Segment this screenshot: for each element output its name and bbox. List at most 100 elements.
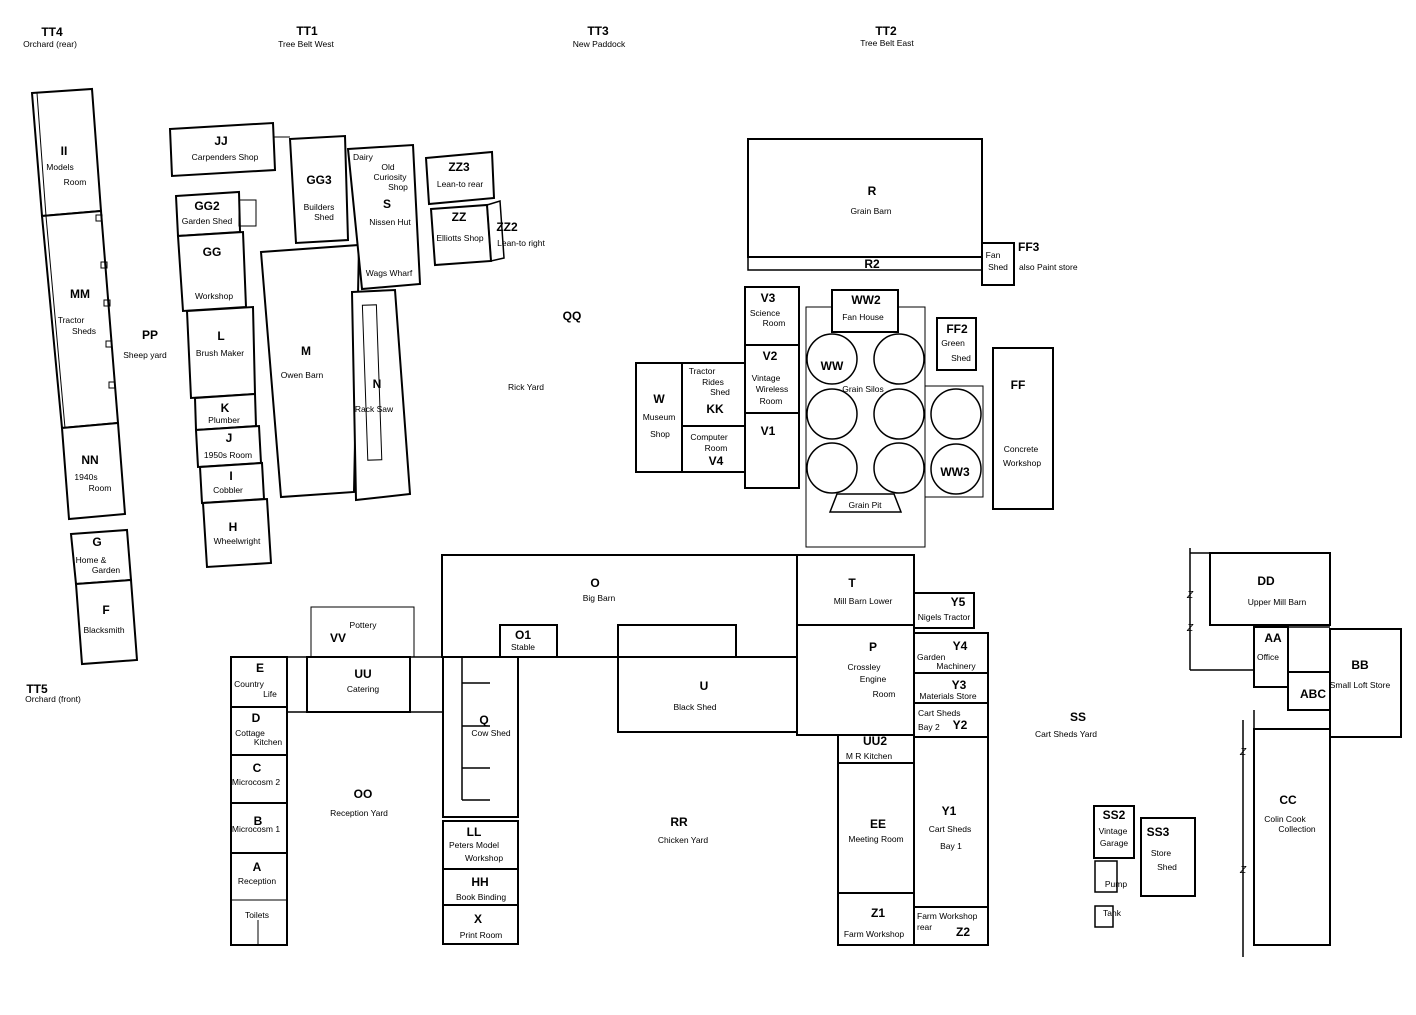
- label-tt5-name: Orchard (front): [25, 694, 81, 704]
- building-ll[interactable]: LL Peters Model Workshop: [442, 820, 519, 870]
- building-y5[interactable]: Y5 Nigels Tractor: [913, 592, 975, 629]
- svg-text:Carpenders Shop: Carpenders Shop: [192, 152, 259, 162]
- building-v1[interactable]: V1: [744, 412, 800, 489]
- building-dd[interactable]: DD Upper Mill Barn: [1190, 552, 1331, 626]
- building-ss3[interactable]: SS3 Store Shed: [1140, 817, 1196, 897]
- svg-text:GG: GG: [203, 245, 222, 259]
- building-nn[interactable]: NN 1940s Room: [60, 421, 127, 521]
- svg-text:Catering: Catering: [347, 684, 379, 694]
- building-zz2[interactable]: ZZ2 Lean-to right: [486, 200, 545, 262]
- svg-text:NN: NN: [81, 453, 98, 467]
- building-kk[interactable]: Tractor Rides Shed KK: [681, 362, 746, 427]
- svg-text:Room: Room: [763, 318, 786, 328]
- svg-text:Pottery: Pottery: [350, 620, 378, 630]
- svg-text:J: J: [226, 431, 233, 445]
- svg-text:II: II: [61, 144, 68, 158]
- building-ii[interactable]: II Models Room: [30, 87, 103, 218]
- building-abc[interactable]: ABC: [1287, 671, 1331, 711]
- building-j[interactable]: J 1950s Room: [194, 424, 263, 469]
- svg-text:M R Kitchen: M R Kitchen: [846, 751, 893, 761]
- svg-text:SS: SS: [1070, 710, 1086, 724]
- building-y2[interactable]: Cart Sheds Bay 2 Y2: [913, 702, 989, 738]
- building-k[interactable]: K Plumber: [193, 392, 258, 432]
- building-o1[interactable]: O1 Stable: [499, 624, 558, 658]
- building-l[interactable]: L Brush Maker: [185, 305, 257, 400]
- svg-text:W: W: [653, 392, 665, 406]
- building-y3[interactable]: Y3 Materials Store: [913, 672, 989, 704]
- svg-text:1950s Room: 1950s Room: [204, 450, 252, 460]
- building-gg[interactable]: GG Workshop: [176, 230, 248, 313]
- building-pump[interactable]: Pump: [1094, 860, 1127, 893]
- building-ss2[interactable]: SS2 Vintage Garage: [1093, 805, 1135, 859]
- building-s[interactable]: Dairy Old Curiosity Shop S Nissen Hut Wa…: [346, 143, 422, 291]
- svg-text:Shed: Shed: [710, 387, 730, 397]
- building-t[interactable]: T Mill Barn Lower: [796, 554, 915, 626]
- building-d[interactable]: D Cottage Kitchen: [230, 706, 288, 756]
- building-n[interactable]: N Rack Saw: [350, 288, 412, 502]
- svg-text:C: C: [253, 761, 262, 775]
- building-tank[interactable]: Tank: [1094, 905, 1122, 928]
- building-hh[interactable]: HH Book Binding: [442, 868, 519, 906]
- building-zz[interactable]: ZZ Elliotts Shop: [429, 203, 493, 267]
- building-c[interactable]: C Microcosm 2: [230, 754, 288, 804]
- building-i[interactable]: I Cobbler: [198, 461, 266, 505]
- svg-text:GG3: GG3: [306, 173, 332, 187]
- building-ff[interactable]: FF Concrete Workshop: [992, 347, 1054, 510]
- svg-text:Meeting Room: Meeting Room: [848, 834, 903, 844]
- building-v4[interactable]: Computer Room V4: [681, 425, 746, 473]
- building-ff2[interactable]: FF2 Green Shed: [936, 317, 977, 371]
- yard-oo: OO Reception Yard: [330, 787, 388, 818]
- building-e[interactable]: E Country Life: [230, 656, 307, 713]
- building-cc[interactable]: CC Colin Cook Collection: [1253, 728, 1331, 946]
- building-h[interactable]: H Wheelwright: [201, 497, 273, 569]
- svg-text:ZZ3: ZZ3: [448, 160, 470, 174]
- building-zz3[interactable]: ZZ3 Lean-to rear: [424, 150, 496, 206]
- building-m[interactable]: M Owen Barn: [259, 243, 361, 499]
- building-ww-silo-block[interactable]: WW Grain Silos WW3: [805, 306, 984, 548]
- svg-text:FF3: FF3: [1018, 240, 1040, 254]
- svg-text:X: X: [474, 912, 482, 926]
- building-jj[interactable]: JJ Carpenders Shop: [168, 121, 277, 178]
- building-y4[interactable]: Y4 Garden Machinery: [913, 632, 989, 674]
- svg-text:BB: BB: [1351, 658, 1369, 672]
- label-tt4-name: Orchard (rear): [23, 39, 77, 49]
- svg-text:V1: V1: [761, 424, 776, 438]
- building-z1[interactable]: Z1 Farm Workshop: [837, 892, 915, 946]
- building-y1[interactable]: Y1 Cart Sheds Bay 1: [913, 736, 989, 908]
- building-mm[interactable]: MM Tractor Sheds: [40, 209, 120, 430]
- svg-text:RR: RR: [670, 815, 688, 829]
- svg-text:also Paint store: also Paint store: [1019, 262, 1078, 272]
- building-uu[interactable]: UU Catering: [306, 656, 411, 713]
- building-z2[interactable]: Farm Workshop rear Z2: [913, 906, 989, 946]
- building-gg3[interactable]: GG3 Builders Shed: [288, 134, 350, 245]
- svg-text:rear: rear: [917, 922, 932, 932]
- building-v2[interactable]: V2 Vintage Wireless Room: [744, 344, 800, 414]
- svg-text:U: U: [700, 679, 709, 693]
- svg-text:Print Room: Print Room: [460, 930, 503, 940]
- building-gg2[interactable]: GG2 Garden Shed: [174, 190, 257, 238]
- building-b[interactable]: B Microcosm 1: [230, 802, 288, 854]
- building-v3[interactable]: V3 Science Room: [744, 286, 800, 346]
- svg-text:Grain Barn: Grain Barn: [850, 206, 891, 216]
- building-p[interactable]: P Crossley Engine Room: [796, 624, 915, 736]
- building-g[interactable]: G Home & Garden: [69, 528, 133, 586]
- svg-text:Cart Sheds: Cart Sheds: [918, 708, 961, 718]
- svg-text:Cobbler: Cobbler: [213, 485, 243, 495]
- building-aa[interactable]: AA Office: [1253, 626, 1289, 688]
- building-bb[interactable]: BB Small Loft Store: [1329, 628, 1402, 738]
- building-q[interactable]: Q Cow Shed: [442, 656, 519, 818]
- building-vv[interactable]: Pottery VV: [310, 606, 415, 658]
- building-ff3[interactable]: Fan Shed FF3 also Paint store: [981, 240, 1078, 286]
- building-ww2[interactable]: WW2 Fan House: [831, 289, 899, 333]
- building-ee[interactable]: EE Meeting Room: [837, 762, 915, 894]
- svg-text:Big Barn: Big Barn: [583, 593, 616, 603]
- building-a[interactable]: A Reception Toilets: [230, 852, 288, 946]
- building-f[interactable]: F Blacksmith: [74, 578, 139, 666]
- building-grain-pit[interactable]: Grain Pit: [828, 493, 903, 513]
- building-w[interactable]: W Museum Shop: [635, 362, 683, 473]
- building-x[interactable]: X Print Room: [442, 904, 519, 945]
- building-r[interactable]: R Grain Barn: [747, 138, 983, 258]
- building-uu2[interactable]: UU2 M R Kitchen: [837, 734, 915, 764]
- svg-text:B: B: [254, 814, 263, 828]
- building-r2[interactable]: R2: [747, 256, 983, 271]
